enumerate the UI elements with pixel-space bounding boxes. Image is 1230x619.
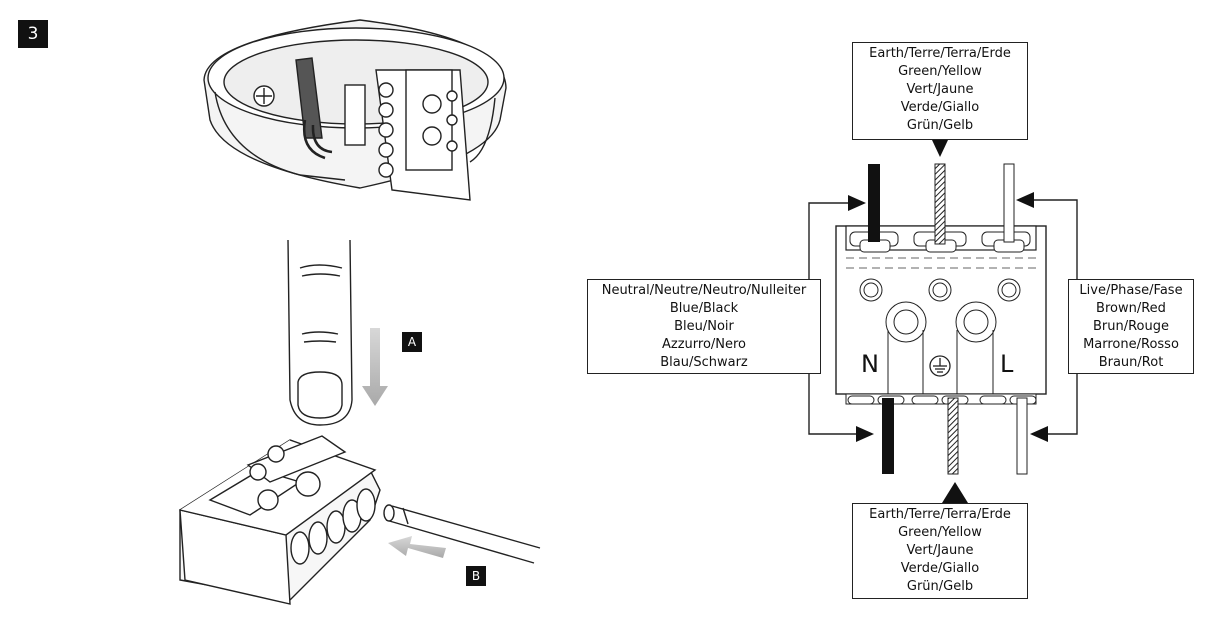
neutral-line-5: Blau/Schwarz	[660, 355, 748, 370]
live-terminal-letter: L	[1000, 350, 1014, 378]
step-number-badge: 3	[18, 20, 48, 48]
neutral-label-box: Neutral/Neutre/Neutro/Nulleiter Blue/Bla…	[587, 279, 821, 374]
earth-top-line-4: Verde/Giallo	[900, 100, 980, 115]
neutral-bottom-arrow	[856, 426, 874, 442]
wire-illustration	[383, 504, 541, 564]
earth-top-line-5: Grün/Gelb	[906, 118, 974, 133]
live-wire-bottom	[1016, 397, 1028, 475]
live-top-arrow	[1016, 192, 1034, 208]
neutral-line-2: Blue/Black	[669, 301, 739, 316]
earth-top-line-2: Green/Yellow	[898, 64, 982, 79]
earth-bottom-label-box: Earth/Terre/Terra/Erde Green/Yellow Vert…	[852, 503, 1028, 599]
neutral-top-arrow	[848, 195, 866, 211]
live-line-5: Braun/Rot	[1098, 355, 1164, 370]
earth-bottom-line-3: Vert/Jaune	[906, 543, 974, 558]
live-line-3: Brun/Rouge	[1092, 319, 1169, 334]
insert-arrow-b	[388, 536, 446, 558]
live-wire-top	[1003, 163, 1015, 243]
wiring-diagram	[808, 140, 1078, 503]
earth-bottom-line-2: Green/Yellow	[898, 525, 982, 540]
live-label-box: Live/Phase/Fase Brown/Red Brun/Rouge Mar…	[1068, 279, 1194, 374]
neutral-line-3: Bleu/Noir	[674, 319, 734, 334]
live-bottom-arrow	[1030, 426, 1048, 442]
push-arrow-a	[362, 328, 388, 406]
earth-bottom-line-4: Verde/Giallo	[900, 561, 980, 576]
neutral-line-1: Neutral/Neutre/Neutro/Nulleiter	[601, 283, 807, 298]
earth-top-arrow	[932, 140, 948, 157]
finger-illustration	[287, 239, 353, 426]
earth-ground-icon	[929, 355, 951, 377]
neutral-terminal-letter: N	[861, 350, 879, 378]
neutral-wire-top	[868, 164, 880, 242]
earth-wire-bottom	[947, 397, 959, 475]
earth-top-line-1: Earth/Terre/Terra/Erde	[869, 46, 1011, 61]
ceiling-rose-base	[203, 19, 507, 201]
live-line-1: Live/Phase/Fase	[1079, 283, 1183, 298]
earth-wire-top	[934, 163, 946, 245]
earth-top-line-3: Vert/Jaune	[906, 82, 974, 97]
earth-bottom-line-1: Earth/Terre/Terra/Erde	[869, 507, 1011, 522]
terminal-block-illustration	[179, 435, 381, 605]
earth-bottom-arrow	[942, 482, 968, 503]
neutral-line-4: Azzurro/Nero	[661, 337, 747, 352]
live-line-2: Brown/Red	[1096, 301, 1166, 316]
live-line-4: Marrone/Rosso	[1083, 337, 1179, 352]
step-tag-b: B	[466, 566, 486, 586]
step-tag-a: A	[402, 332, 422, 352]
earth-top-label-box: Earth/Terre/Terra/Erde Green/Yellow Vert…	[852, 42, 1028, 140]
neutral-wire-bottom	[882, 398, 894, 474]
earth-bottom-line-5: Grün/Gelb	[906, 579, 974, 594]
